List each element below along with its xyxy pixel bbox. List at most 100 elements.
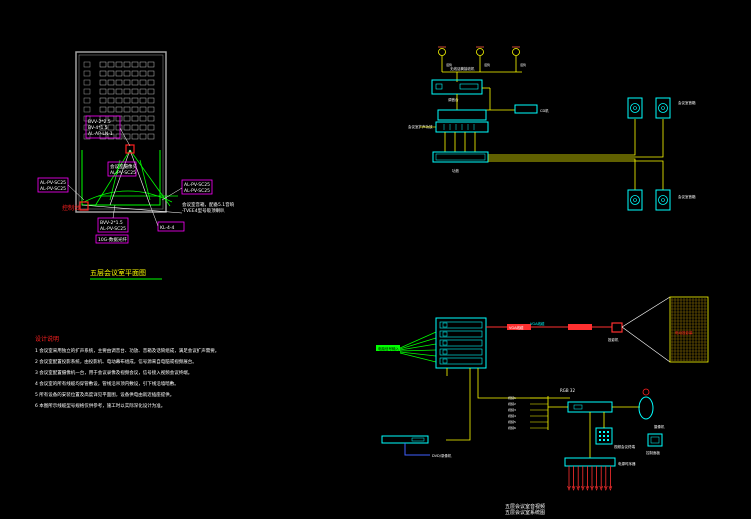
switcher-slot (439, 348, 483, 356)
terminal-keys (599, 431, 609, 441)
tag-box-bottom-c (95, 234, 129, 244)
power-output-arrow-icon (590, 485, 594, 491)
amp-left-label: 会议室扩声功放 (408, 124, 433, 129)
seat (139, 61, 147, 68)
seat (131, 106, 139, 113)
seat (147, 61, 155, 68)
amp-to-speaker-lines (488, 119, 664, 190)
power-outputs (567, 466, 613, 491)
notes-heading: 设计说明 (35, 335, 59, 343)
notes-line: 6 本图所示线缆型号规格仅供参考，施工时以实际深化设计为准。 (35, 402, 165, 409)
seat (99, 106, 107, 113)
switcher-to-processor-line (477, 368, 570, 399)
seat (99, 97, 107, 104)
plan-green-boundary (81, 150, 161, 206)
processor-input-label: 视频6 (508, 425, 516, 430)
seat-left (83, 79, 91, 86)
screen-hatch (671, 298, 707, 361)
seat (147, 124, 155, 131)
mic-receiver-device (431, 79, 483, 95)
seat (131, 88, 139, 95)
seat-left (83, 70, 91, 77)
speaker-cone (630, 103, 640, 113)
plan-white-lines (81, 149, 183, 214)
seat (131, 61, 139, 68)
seat (139, 88, 147, 95)
speaker-cone (658, 103, 668, 113)
tag-camera-2: AL-PV-SC25 (110, 170, 136, 176)
processor-input-label: 视频2 (508, 401, 516, 406)
speakers (627, 97, 671, 211)
video-system: 电脑信号输入 VGA线缆 VGA线缆 投影机 电动投影幕 (376, 296, 709, 516)
switcher-port (442, 322, 448, 328)
notes-line: 3 会议室配置摄像机一台，用于会议录像及视频会议，信号接入视频会议终端。 (35, 369, 192, 376)
tag-left-1: AL-PV-SC25 (40, 180, 66, 186)
seat-rows (83, 61, 155, 140)
cable-label: VGA线缆 (509, 325, 524, 330)
dvd-player-device (381, 435, 429, 444)
seat-left (83, 88, 91, 95)
mixer-faders (443, 124, 475, 130)
power-output-arrow-icon (599, 485, 603, 491)
amp-label: 功放 (452, 168, 460, 173)
control-panel-screen (650, 436, 660, 444)
seat (139, 106, 147, 113)
screen-label: 电动投影幕 (675, 330, 693, 335)
camera-label: 摄像机 (654, 424, 665, 429)
tag-right-b-1: 会议室音箱，配备5.1音响 (182, 201, 235, 208)
tag-camera-1: 会议室摄像头 (110, 163, 137, 170)
notes-line: 4 会议室的所有线缆均穿管敷设，管线沿吊顶内敷设，引下线沿墙暗敷。 (35, 380, 179, 387)
switcher-to-player-line (446, 368, 471, 441)
seat (115, 106, 123, 113)
control-label: 控制面板 (646, 450, 660, 455)
speaker-center (661, 106, 665, 110)
seat (123, 124, 131, 131)
seat (115, 133, 123, 140)
microphone-icon (512, 48, 520, 56)
seat (147, 70, 155, 77)
seat-left (83, 97, 91, 104)
switcher-port (442, 349, 448, 355)
seat (107, 124, 115, 131)
processor-device (567, 401, 613, 413)
seat (107, 79, 115, 86)
seat-left (83, 124, 91, 131)
power-output-arrow-icon (567, 485, 571, 491)
seat (107, 97, 115, 104)
seat (139, 115, 147, 122)
seat (131, 115, 139, 122)
switcher-slot (439, 330, 483, 338)
power-label: 电源时序器 (618, 461, 636, 466)
seat (99, 88, 107, 95)
speaker-center (633, 106, 637, 110)
switcher-port (442, 331, 448, 337)
matrix-switcher-device (435, 317, 487, 369)
sources-label: 电脑信号输入 (378, 346, 399, 351)
power-output-arrow-icon (571, 485, 576, 491)
seat (139, 79, 147, 86)
projector-icon (611, 322, 623, 333)
seat (115, 79, 123, 86)
seat (107, 133, 115, 140)
amplifier-device (432, 151, 489, 163)
switcher-port (442, 358, 448, 364)
seat (123, 133, 131, 140)
tag-top-left-1: BVV-2*2.5 (88, 119, 111, 125)
mic-label: 话筒 (484, 62, 490, 67)
projector-label: 投影机 (608, 337, 619, 342)
tag-box-camera (107, 161, 137, 177)
seat (131, 133, 139, 140)
red-label: 控制台 (62, 204, 80, 212)
tag-bottom-b: KL-4-4 (160, 225, 174, 231)
plan-outer-wall (75, 51, 167, 213)
seat (147, 106, 155, 113)
seat (123, 106, 131, 113)
tag-right-b-2: -TVEE4型号吸顶喇叭 (182, 207, 225, 214)
terminal-label: 视频会议终端 (614, 444, 635, 449)
source-lines (399, 331, 437, 363)
signal-source-box (376, 345, 400, 351)
seat (139, 124, 147, 131)
plan-inner-wall (78, 54, 164, 210)
